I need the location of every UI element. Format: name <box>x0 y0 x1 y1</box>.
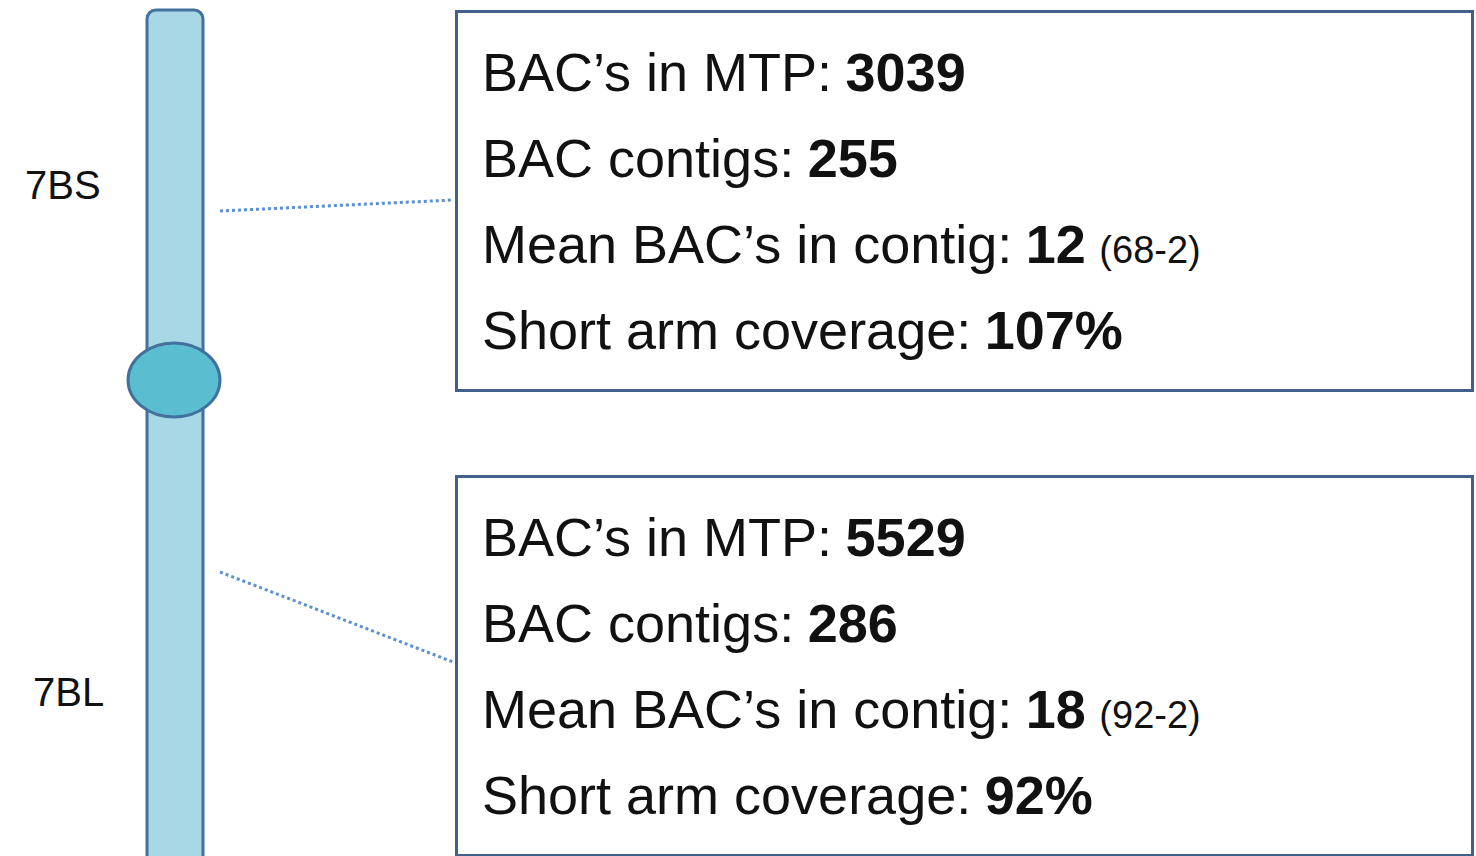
stat-label: BAC’s in MTP: <box>482 42 832 102</box>
centromere <box>128 343 220 417</box>
arm-label: 7BL <box>33 672 104 712</box>
stat-value: 92% <box>985 765 1093 825</box>
stat-line: BAC’s in MTP:3039 <box>482 29 1451 115</box>
stat-value: 18 <box>1026 679 1086 739</box>
stat-line: Mean BAC’s in contig:18 (92-2) <box>482 666 1451 752</box>
stat-line: BAC contigs:255 <box>482 115 1451 201</box>
stat-line: Mean BAC’s in contig:12 (68-2) <box>482 201 1451 287</box>
stat-value: 286 <box>808 593 898 653</box>
stat-value: 5529 <box>846 507 966 567</box>
stats-box: BAC’s in MTP:3039BAC contigs:255Mean BAC… <box>455 10 1474 392</box>
stats-box: BAC’s in MTP:5529BAC contigs:286Mean BAC… <box>455 475 1474 856</box>
chromosome-bar <box>147 10 203 856</box>
stat-value: 107% <box>985 300 1123 360</box>
stat-label: BAC contigs: <box>482 593 794 653</box>
stat-label: Mean BAC’s in contig: <box>482 214 1012 274</box>
stat-label: (92-2) <box>1099 694 1200 736</box>
stat-label: Mean BAC’s in contig: <box>482 679 1012 739</box>
stat-label: Short arm coverage: <box>482 300 971 360</box>
leader-line <box>220 200 453 211</box>
stat-line: BAC contigs:286 <box>482 580 1451 666</box>
arm-label: 7BS <box>25 165 101 205</box>
stat-line: Short arm coverage:92% <box>482 752 1451 838</box>
stat-value: 255 <box>808 128 898 188</box>
stat-label: Short arm coverage: <box>482 765 971 825</box>
stat-line: BAC’s in MTP:5529 <box>482 494 1451 580</box>
stat-label: BAC’s in MTP: <box>482 507 832 567</box>
stat-label: BAC contigs: <box>482 128 794 188</box>
stat-value: 3039 <box>846 42 966 102</box>
stat-value: 12 <box>1026 214 1086 274</box>
stat-line: Short arm coverage:107% <box>482 287 1451 373</box>
stat-label: (68-2) <box>1099 229 1200 271</box>
leader-line <box>220 572 453 662</box>
